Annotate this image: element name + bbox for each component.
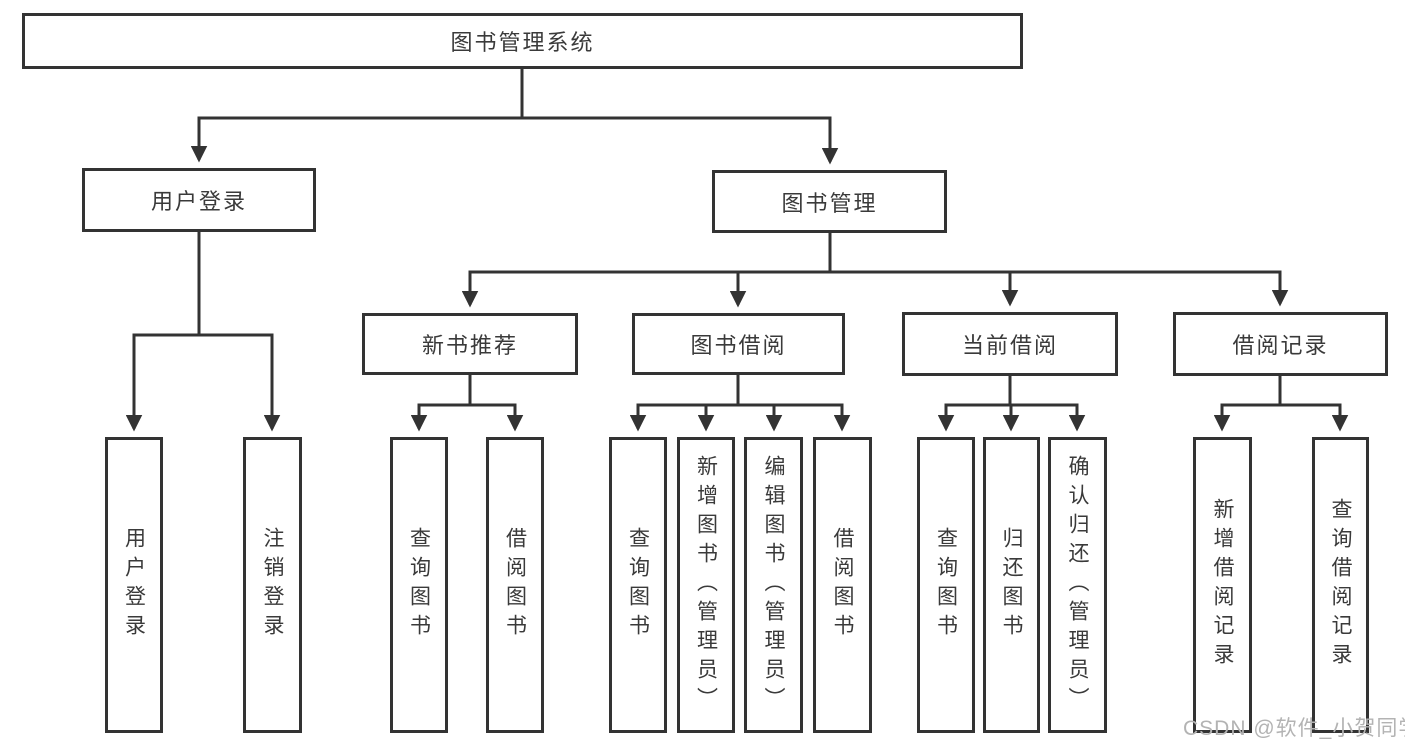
node-borrow-records: 借阅记录: [1173, 312, 1388, 376]
leaf-borrow-books: 借阅图书: [813, 437, 872, 733]
leaf-return-books: 归还图书: [983, 437, 1040, 733]
leaf-label: 编辑图书（管理员）: [762, 454, 785, 716]
leaf-borrow-books-recommend: 借阅图书: [486, 437, 544, 733]
watermark-text: CSDN @软件_小贺同学: [1183, 717, 1405, 740]
leaf-label: 查询图书: [626, 527, 650, 643]
node-user-login: 用户登录: [82, 168, 316, 232]
leaf-label: 借阅图书: [503, 527, 527, 643]
leaf-query-borrow-record: 查询借阅记录: [1312, 437, 1369, 733]
leaf-label: 查询图书: [934, 527, 958, 643]
leaf-confirm-return-admin: 确认归还（管理员）: [1048, 437, 1107, 733]
leaf-label: 归还图书: [1000, 527, 1023, 643]
node-book-borrowing: 图书借阅: [632, 313, 845, 375]
node-root-system: 图书管理系统: [22, 13, 1023, 69]
leaf-label: 查询图书: [407, 527, 431, 643]
leaf-label: 借阅图书: [831, 527, 854, 643]
leaf-label: 注销登录: [261, 527, 284, 643]
leaf-query-books-borrowing: 查询图书: [609, 437, 667, 733]
leaf-label: 确认归还（管理员）: [1066, 454, 1089, 716]
node-current-borrowing: 当前借阅: [902, 312, 1118, 376]
leaf-label: 用户登录: [122, 527, 146, 643]
node-book-management: 图书管理: [712, 170, 947, 233]
leaf-label: 新增图书（管理员）: [694, 454, 718, 716]
node-new-book-recommend: 新书推荐: [362, 313, 578, 375]
leaf-query-books-current: 查询图书: [917, 437, 975, 733]
leaf-add-books-admin: 新增图书（管理员）: [677, 437, 735, 733]
leaf-add-borrow-record: 新增借阅记录: [1193, 437, 1252, 733]
leaf-logout: 注销登录: [243, 437, 302, 733]
leaf-user-login: 用户登录: [105, 437, 163, 733]
leaf-query-books-recommend: 查询图书: [390, 437, 448, 733]
leaf-label: 新增借阅记录: [1211, 498, 1234, 672]
leaf-edit-books-admin: 编辑图书（管理员）: [744, 437, 803, 733]
leaf-label: 查询借阅记录: [1329, 498, 1352, 672]
